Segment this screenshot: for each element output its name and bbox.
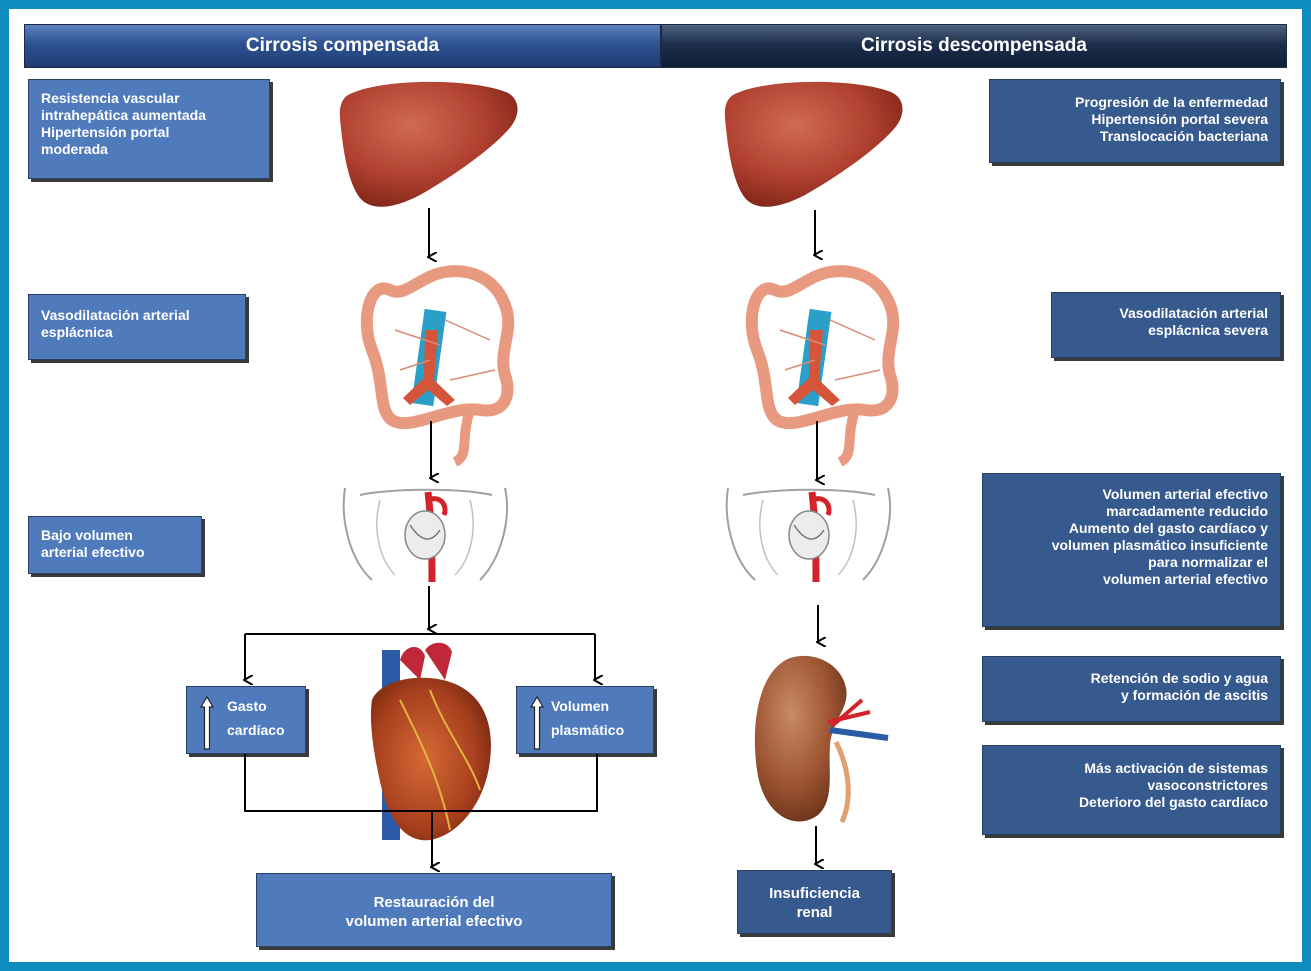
box-volumen-plasmatico: Volumen plasmático — [516, 686, 654, 754]
volumen-label-2: plasmático — [551, 721, 624, 739]
box-resistencia-vascular: Resistencia vascular intrahepática aumen… — [28, 79, 270, 179]
box-insuficiencia-renal: Insuficiencia renal — [737, 870, 892, 934]
box-bajo-volumen: Bajo volumen arterial efectivo — [28, 516, 202, 574]
up-arrow-icon — [197, 693, 217, 753]
up-arrow-icon — [527, 693, 547, 753]
box-restauracion: Restauración del volumen arterial efecti… — [256, 873, 612, 947]
box-vasodilatacion-severa: Vasodilatación arterial esplácnica sever… — [1051, 292, 1281, 358]
box-volumen-reducido: Volumen arterial efectivo marcadamente r… — [982, 473, 1281, 627]
gasto-label-2: cardíaco — [227, 721, 285, 739]
box-mas-activacion: Más activación de sistemas vasoconstrict… — [982, 745, 1281, 835]
header-descompensada: Cirrosis descompensada — [661, 24, 1287, 68]
box-progresion: Progresión de la enfermedad Hipertensión… — [989, 79, 1281, 163]
volumen-label-1: Volumen — [551, 697, 624, 715]
box-vasodilatacion-arterial: Vasodilatación arterial esplácnica — [28, 294, 246, 360]
header-compensada: Cirrosis compensada — [24, 24, 661, 68]
gasto-label-1: Gasto — [227, 697, 285, 715]
box-gasto-cardiaco: Gasto cardíaco — [186, 686, 306, 754]
box-retencion-sodio: Retención de sodio y agua y formación de… — [982, 656, 1281, 722]
